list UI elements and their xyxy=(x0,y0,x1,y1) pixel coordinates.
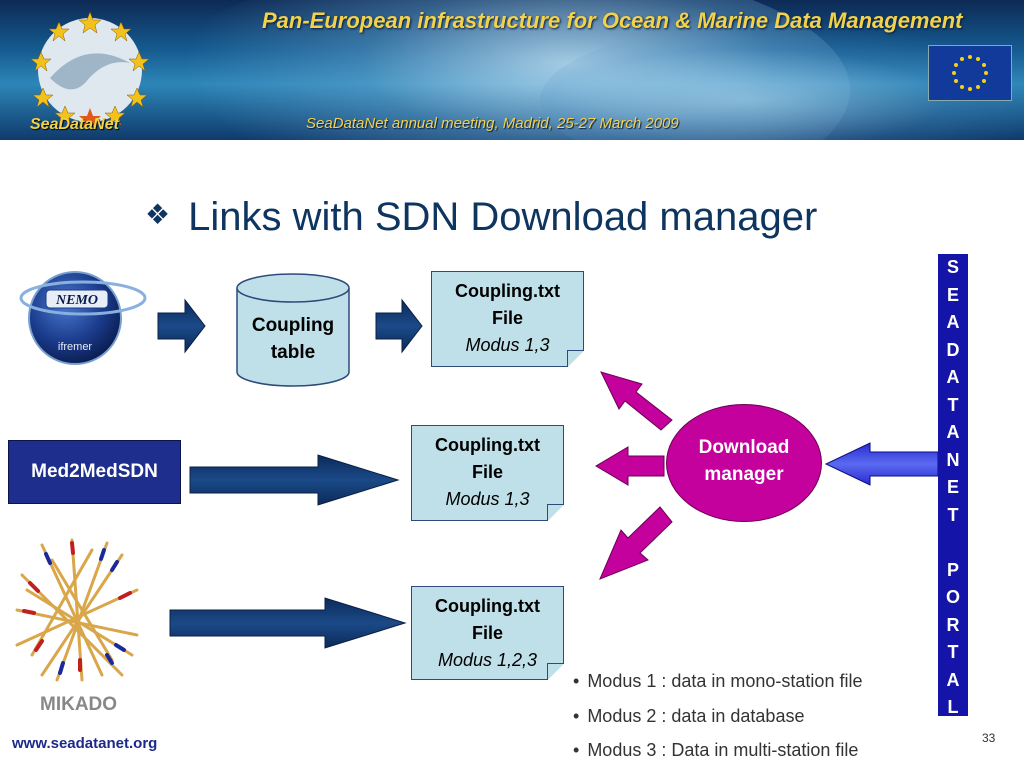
portal-letter: T xyxy=(947,394,959,415)
eu-flag-icon xyxy=(928,45,1012,101)
download-manager-line2: manager xyxy=(704,464,784,485)
legend-item: Modus 2 : data in database xyxy=(573,699,862,734)
legend-item: Modus 1 : data in mono-station file xyxy=(573,664,862,699)
portal-letter: A xyxy=(946,312,960,332)
portal-letter: N xyxy=(946,449,960,470)
arrow-manager-to-note2 xyxy=(595,446,665,486)
note-filename: Coupling.txt xyxy=(435,435,540,455)
coupling-file-note-3: Coupling.txt File Modus 1,2,3 xyxy=(411,586,564,680)
arrow-manager-to-note1 xyxy=(600,371,673,431)
page-number: 33 xyxy=(982,731,996,745)
note-file-word: File xyxy=(491,308,523,328)
arrow-nemo-to-table xyxy=(157,298,206,354)
portal-letter: A xyxy=(946,367,960,387)
note-modus: Modus 1,2,3 xyxy=(437,650,538,670)
arrow-table-to-note xyxy=(375,298,423,354)
portal-letter: E xyxy=(946,284,959,305)
note-modus: Modus 1,3 xyxy=(465,335,550,355)
med2medsdn-box: Med2MedSDN xyxy=(8,440,181,504)
arrow-portal-to-manager xyxy=(824,442,939,486)
mikado-sticks-image xyxy=(15,538,139,682)
nemo-logo-text: NEMO xyxy=(55,293,98,308)
slide-title-text: Links with SDN Download manager xyxy=(188,195,818,239)
arrow-manager-to-note3 xyxy=(599,506,673,580)
diamond-bullet-icon: ❖ xyxy=(145,199,171,230)
nemo-ifremer-logo: NEMO ifremer xyxy=(19,271,147,365)
note-modus: Modus 1,3 xyxy=(445,489,530,509)
arrow-mikado-to-note xyxy=(169,597,407,649)
portal-letter: O xyxy=(945,587,960,607)
portal-letter: S xyxy=(946,257,959,277)
portal-letter xyxy=(938,529,968,557)
note-filename: Coupling.txt xyxy=(435,596,540,616)
note-filename: Coupling.txt xyxy=(455,281,560,301)
portal-letter: L xyxy=(947,697,959,717)
header-banner xyxy=(0,0,1024,140)
arrow-med2med-to-note xyxy=(189,454,400,506)
coupling-table-line2: table xyxy=(270,342,316,363)
portal-letter: A xyxy=(946,422,960,442)
logo-text: SeaDataNet xyxy=(30,116,119,133)
seadatanet-logo xyxy=(30,11,150,129)
mikado-label: MIKADO xyxy=(40,694,118,715)
portal-letter: R xyxy=(946,614,960,635)
coupling-table-label: Coupling table xyxy=(236,312,350,366)
folded-corner-icon xyxy=(567,350,584,367)
note-file-word: File xyxy=(471,462,503,482)
portal-letter: T xyxy=(947,504,959,525)
coupling-file-note-2: Coupling.txt File Modus 1,3 xyxy=(411,425,564,521)
coupling-file-note-1: Coupling.txt File Modus 1,3 xyxy=(431,271,584,367)
download-manager-line1: Download xyxy=(698,437,790,458)
portal-letter: E xyxy=(946,477,959,497)
ifremer-logo-text: ifremer xyxy=(58,341,93,353)
download-manager-node xyxy=(666,404,822,522)
portal-letter: D xyxy=(946,339,960,360)
folded-corner-icon xyxy=(547,504,564,521)
modus-legend: Modus 1 : data in mono-station file Modu… xyxy=(573,664,862,768)
legend-item: Modus 3 : Data in multi-station file xyxy=(573,733,862,768)
footer-url[interactable]: www.seadatanet.org xyxy=(12,735,158,752)
coupling-table-cylinder xyxy=(236,273,350,387)
portal-letter: P xyxy=(946,559,959,580)
folded-corner-icon xyxy=(547,663,564,680)
banner-title: Pan-European infrastructure for Ocean & … xyxy=(262,8,963,33)
slide-title: ❖ Links with SDN Download manager xyxy=(145,195,817,240)
download-manager-label: Download manager xyxy=(666,434,822,488)
note-file-word: File xyxy=(471,623,503,643)
portal-letter: A xyxy=(946,669,960,690)
portal-letter: T xyxy=(947,642,959,662)
meeting-subtitle: SeaDataNet annual meeting, Madrid, 25-27… xyxy=(306,115,679,132)
coupling-table-line1: Coupling xyxy=(251,315,335,336)
